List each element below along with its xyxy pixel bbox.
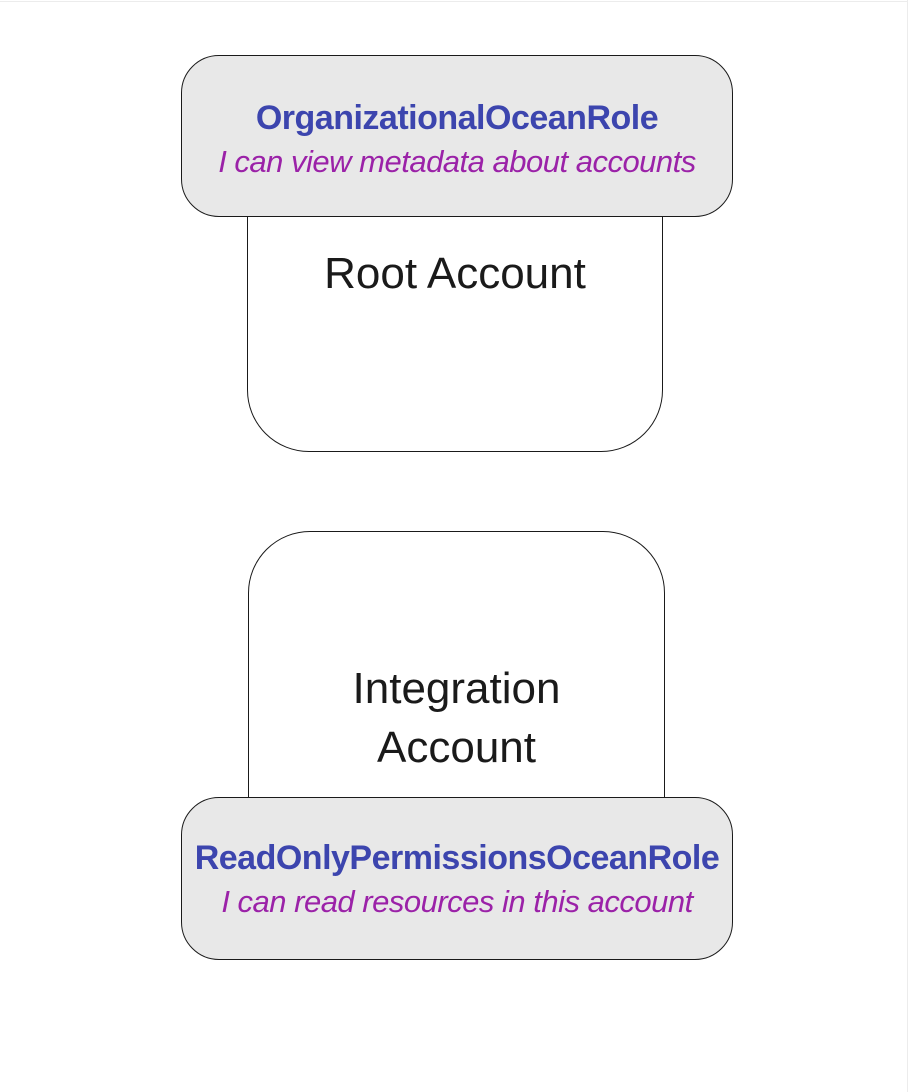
root-account-label: Root Account: [324, 249, 586, 298]
role-description: I can read resources in this account: [221, 883, 693, 919]
role-name: ReadOnlyPermissionsOceanRole: [194, 838, 720, 877]
page-right-border: [907, 0, 908, 1092]
integration-account-label: Integration Account: [352, 664, 561, 772]
page-top-border: [0, 1, 908, 2]
readonly-role-badge: ReadOnlyPermissionsOceanRole I can read …: [181, 797, 733, 960]
organizational-role-badge: OrganizationalOceanRole I can view metad…: [181, 55, 733, 217]
role-description: I can view metadata about accounts: [218, 143, 696, 179]
role-name: OrganizationalOceanRole: [255, 98, 659, 137]
